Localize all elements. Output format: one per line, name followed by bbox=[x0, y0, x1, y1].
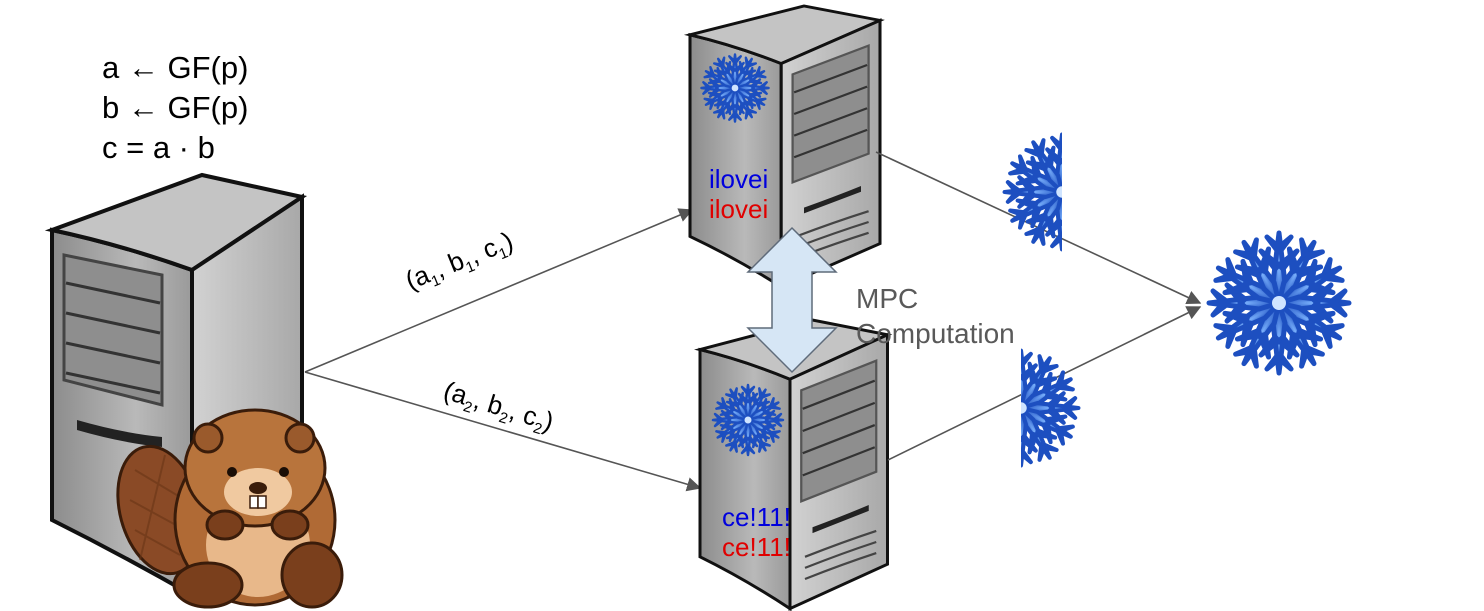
double-arrow-icon bbox=[746, 226, 838, 374]
half-snowflake-1-icon bbox=[1005, 135, 1120, 250]
server-2-text-red: ce!11! bbox=[722, 532, 791, 562]
arrow-to-server-1 bbox=[304, 208, 694, 373]
equation-line-3: c = a · b bbox=[102, 130, 215, 165]
share-label-2: (a2, b2, c2) bbox=[439, 375, 557, 441]
share-arrows bbox=[304, 208, 702, 492]
beaver-mascot-icon bbox=[116, 408, 344, 609]
equation-line-1: a ← GF(p) bbox=[102, 50, 248, 85]
share-label-1: (a1, b1, c1) bbox=[401, 225, 519, 299]
mpc-label-line-2: Computation bbox=[856, 318, 1015, 349]
server-1-text-blue: ilovei bbox=[709, 164, 768, 194]
svg-text:(a2, b2, c2): (a2, b2, c2) bbox=[439, 375, 557, 441]
server-2-icon: ce!11! ce!11! bbox=[698, 318, 889, 611]
mpc-label-line-1: MPC bbox=[856, 283, 918, 314]
equation-line-2: b ← GF(p) bbox=[102, 90, 248, 125]
server-1-icon: ilovei ilovei bbox=[688, 4, 882, 289]
half-snowflake-2-icon bbox=[964, 351, 1079, 466]
server-1-text-red: ilovei bbox=[709, 194, 768, 224]
arrow-to-server-2 bbox=[304, 371, 702, 492]
svg-text:(a1, b1, c1): (a1, b1, c1) bbox=[401, 225, 519, 299]
equation-block: a ← GF(p) b ← GF(p) c = a · b bbox=[102, 50, 248, 165]
server-2-text-blue: ce!11! bbox=[722, 502, 791, 532]
snowflake-icon bbox=[1209, 233, 1349, 373]
